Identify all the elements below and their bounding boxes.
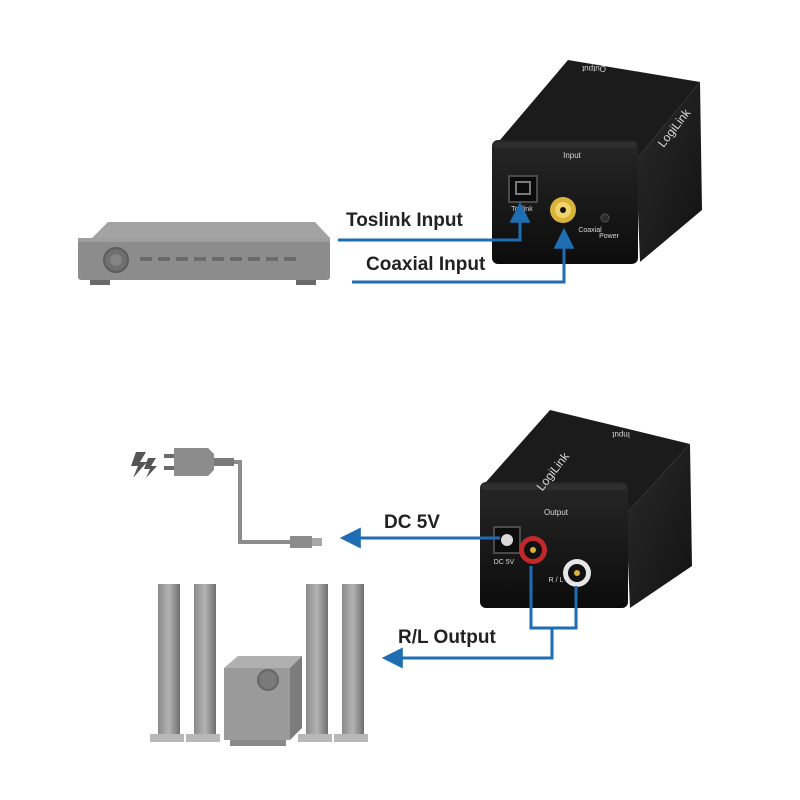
- toslink-input-label: Toslink Input: [346, 210, 463, 231]
- power-led-icon: [600, 213, 610, 223]
- dc-5v-label: DC 5V: [384, 512, 440, 533]
- top-output-label: Output: [581, 64, 606, 73]
- top-input-label: Input: [611, 430, 630, 439]
- panel-input-label: Input: [563, 151, 582, 160]
- coaxial-input-label: Coaxial Input: [366, 254, 486, 275]
- toslink-arrow: [338, 201, 531, 242]
- rl-output-arrow: [381, 628, 554, 669]
- port-rl-label: R / L: [549, 577, 564, 584]
- av-receiver-icon: [78, 222, 330, 285]
- lightning-icon: [131, 452, 157, 478]
- port-coaxial-label: Coaxial: [578, 227, 602, 234]
- converter-device-top: Output LogiLink Input Toslink Coaxial Po…: [492, 60, 702, 264]
- speaker-system-icon: [150, 584, 368, 746]
- toslink-port: [508, 175, 538, 203]
- panel-output-label: Output: [544, 508, 569, 517]
- rl-output-label: R/L Output: [398, 627, 496, 648]
- port-toslink-label: Toslink: [511, 206, 533, 213]
- coaxial-arrow: [352, 227, 575, 284]
- power-adapter-icon: [164, 448, 322, 548]
- port-dc-label: DC 5V: [494, 559, 515, 566]
- converter-device-bottom: Input LogiLink Output DC 5V R / L: [480, 410, 692, 608]
- port-power-label: Power: [599, 233, 620, 240]
